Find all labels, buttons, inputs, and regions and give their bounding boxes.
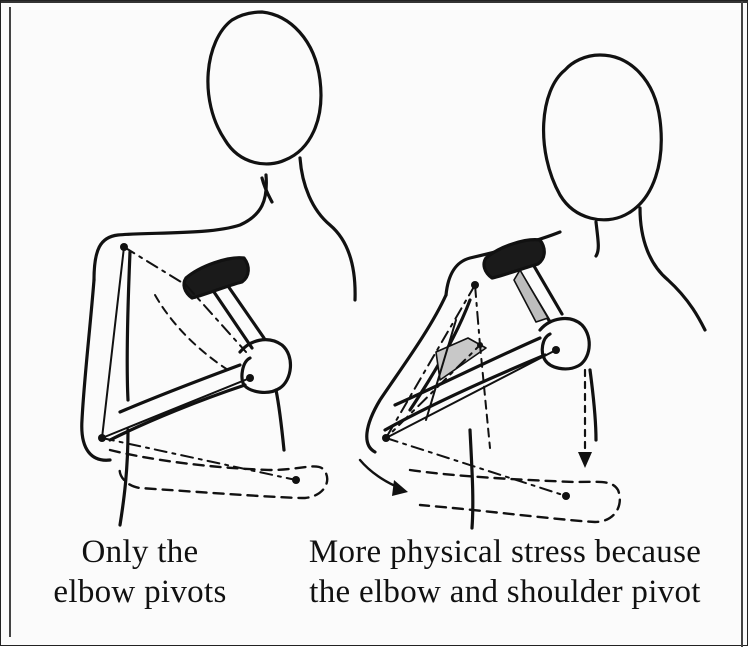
right-hammer-head <box>484 240 544 278</box>
caption-right: More physical stress because the elbow a… <box>270 532 740 612</box>
right-figure-head <box>544 55 662 220</box>
caption-left-line2: elbow pivots <box>20 572 260 612</box>
caption-left-line1: Only the <box>20 532 260 572</box>
right-figure <box>360 55 705 528</box>
left-figure <box>82 12 355 525</box>
left-forearm <box>110 365 245 440</box>
right-fist <box>540 319 589 369</box>
left-hammer-head <box>184 258 248 298</box>
left-figure-back <box>300 158 355 300</box>
left-upper-arm <box>82 280 110 460</box>
caption-left: Only the elbow pivots <box>20 532 260 612</box>
caption-right-line1: More physical stress because <box>270 532 740 572</box>
caption-right-line2: the elbow and shoulder pivot <box>270 572 740 612</box>
left-fist <box>240 340 290 393</box>
left-figure-head <box>208 12 321 164</box>
